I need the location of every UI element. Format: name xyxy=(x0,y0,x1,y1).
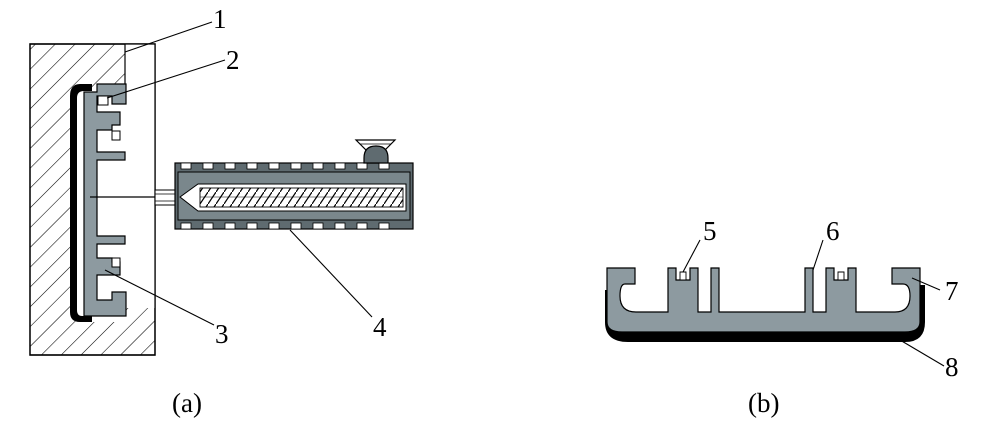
label-7: 7 xyxy=(945,276,959,306)
label-1: 1 xyxy=(213,4,227,34)
figure-b: 5 6 7 8 (b) xyxy=(605,216,959,418)
label-5: 5 xyxy=(703,216,717,246)
molded-part-a xyxy=(83,83,127,317)
sprue-channel xyxy=(90,189,179,206)
leader-lines-a xyxy=(104,21,373,326)
caption-b: (b) xyxy=(748,388,779,418)
label-2: 2 xyxy=(226,45,240,75)
figure-a: 1 2 3 4 (a) xyxy=(29,4,414,418)
molded-part-b xyxy=(606,267,921,333)
skin-layer-a xyxy=(70,84,92,322)
hopper xyxy=(354,139,397,164)
injection-barrel xyxy=(174,162,414,230)
label-6: 6 xyxy=(826,216,840,246)
leader-lines-b xyxy=(682,239,945,367)
label-8: 8 xyxy=(945,352,959,382)
label-4: 4 xyxy=(373,312,387,342)
label-3: 3 xyxy=(215,319,229,349)
caption-a: (a) xyxy=(172,388,202,418)
